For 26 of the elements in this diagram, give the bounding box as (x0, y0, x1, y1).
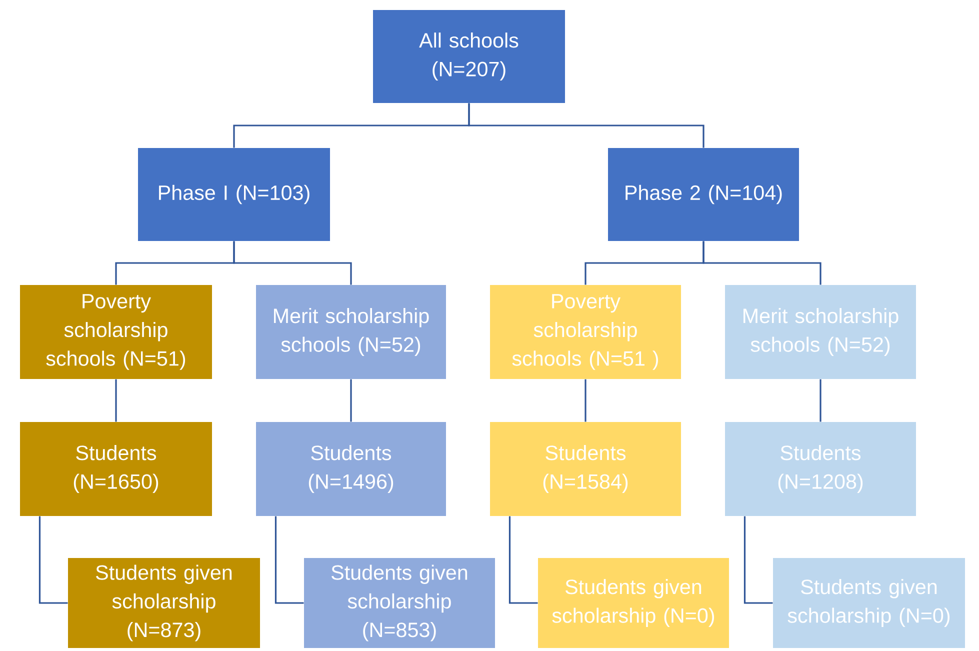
connector (274, 516, 304, 604)
connector (702, 241, 822, 285)
box: Students given scholarship (N=853) (304, 558, 495, 648)
box: Merit scholarship schools (N=52) (256, 285, 446, 379)
connector (38, 516, 68, 604)
box: Phase 2 (N=104) (608, 148, 799, 241)
connector (233, 241, 352, 285)
box: Phase I (N=103) (138, 148, 330, 241)
box: Students (N=1496) (256, 422, 446, 516)
box: Students (N=1650) (20, 422, 212, 516)
box: All schools (N=207) (373, 10, 565, 103)
connector (820, 379, 822, 422)
box: Students (N=1208) (725, 422, 916, 516)
connector (744, 516, 773, 604)
box: Poverty scholarship schools (N=51 ) (490, 285, 681, 379)
box: Poverty scholarship schools (N=51) (20, 285, 212, 379)
box: Students given scholarship (N=873) (68, 558, 260, 648)
box: Students (N=1584) (490, 422, 681, 516)
connector (468, 103, 704, 148)
connector (350, 379, 352, 422)
connector (115, 379, 117, 422)
box: Students given scholarship (N=0) (773, 558, 965, 648)
connector (508, 516, 538, 604)
box: Merit scholarship schools (N=52) (725, 285, 916, 379)
box: Students given scholarship (N=0) (538, 558, 729, 648)
connector (584, 379, 586, 422)
